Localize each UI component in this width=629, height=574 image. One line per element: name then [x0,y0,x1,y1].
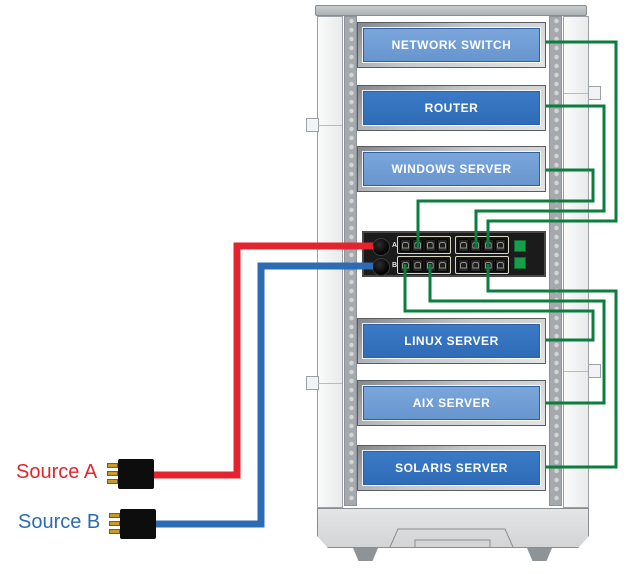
pdu-outlet [436,238,448,252]
unit-label: ROUTER [424,101,479,115]
pdu-outlet [494,258,506,272]
rack-foot [527,548,552,561]
pdu-outlet [412,238,424,252]
rack-base [317,508,589,548]
pdu: A B [362,231,546,277]
rack-frame-right [563,16,589,508]
pdu-feed-b-socket [372,258,390,276]
pdu-status-led [514,257,526,269]
power-plug-icon [107,459,154,489]
pdu-outlet [482,258,494,272]
pdu-outlet [412,258,424,272]
rack-frame-left [317,16,343,508]
pdu-outlet [458,258,469,272]
unit-label: WINDOWS SERVER [391,162,512,176]
pdu-outlet [424,258,436,272]
pdu-feed-a-socket [372,238,390,256]
plug-prong [107,471,118,476]
pdu-outlet [470,238,482,252]
rack-frame-seam [564,93,588,94]
rack-rail-left [344,16,357,506]
pdu-outlet [424,238,436,252]
rack-frame-joint [588,86,601,100]
rack-frame-seam [564,371,588,372]
rack-frame-seam [318,125,342,126]
unit-network-switch: NETWORK SWITCH [357,22,546,68]
source-a-label: Source A [16,461,98,483]
pdu-outlet-row-bank2-bottom [455,256,509,274]
pdu-outlet [482,238,494,252]
unit-linux-server: LINUX SERVER [357,318,546,364]
pdu-outlet [400,258,411,272]
pdu-outlet-row-bank1-bottom [397,256,451,274]
unit-windows-server: WINDOWS SERVER [357,146,546,192]
unit-label: AIX SERVER [412,396,491,410]
pdu-outlet-row-bank1-top [397,236,451,254]
pdu-outlet [458,238,469,252]
source-b-label: Source B [18,511,101,533]
plug-prong [109,513,120,518]
plug-prong [109,529,120,534]
pdu-outlet [436,258,448,272]
unit-label: NETWORK SWITCH [391,38,512,52]
pdu-status-led [514,240,526,252]
plug-prong [107,479,118,484]
plug-prong [109,521,120,526]
rack-frame-seam [318,383,342,384]
unit-label: LINUX SERVER [404,334,499,348]
unit-label: SOLARIS SERVER [395,461,508,475]
rack-top-bar [315,5,587,16]
plug-prong [107,463,118,468]
unit-aix-server: AIX SERVER [357,380,546,426]
pdu-outlet [494,238,506,252]
pdu-outlet [400,238,411,252]
pdu-outlet [470,258,482,272]
rack-foot [353,548,378,561]
pdu-feed-b-label: B [392,262,398,269]
rack-frame-joint [588,364,601,378]
pdu-feed-a-label: A [392,242,398,249]
unit-router: ROUTER [357,85,546,131]
power-plug-icon [109,509,156,539]
unit-solaris-server: SOLARIS SERVER [357,445,546,491]
rack-rail-right [549,16,562,506]
pdu-outlet-row-bank2-top [455,236,509,254]
